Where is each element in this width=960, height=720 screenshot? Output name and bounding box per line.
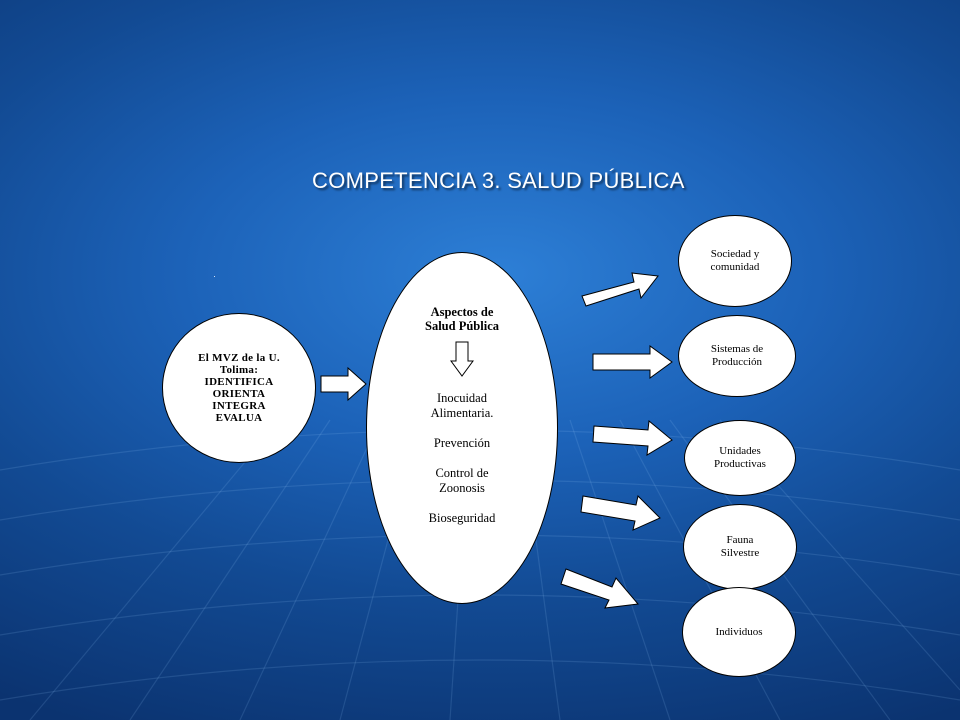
- right-arrow-icon: [320, 366, 367, 402]
- center-heading-line: Aspectos de: [430, 305, 494, 319]
- center-heading: Aspectos de Salud Pública: [425, 305, 499, 333]
- center-heading-line: Salud Pública: [425, 319, 499, 333]
- item-zoonosis: Control de Zoonosis: [435, 466, 489, 495]
- slide-title: COMPETENCIA 3. SALUD PÚBLICA: [312, 168, 685, 193]
- mvz-line: ORIENTA: [212, 388, 266, 400]
- target-sociedad-label: Sociedad y comunidad: [710, 248, 760, 273]
- item-bioseguridad: Bioseguridad: [428, 511, 496, 525]
- target-sistemas-label: Sistemas de Producción: [710, 343, 764, 368]
- target-sociedad: Sociedad y comunidad: [678, 215, 792, 307]
- mvz-line: El MVZ de la U.: [198, 352, 280, 364]
- arrow-to-unidades-icon: [592, 420, 673, 456]
- stray-dot: [214, 276, 215, 277]
- target-sistemas: Sistemas de Producción: [678, 315, 796, 397]
- target-unidades-label: Unidades Productivas: [714, 445, 766, 470]
- target-fauna: Fauna Silvestre: [683, 504, 797, 590]
- target-individuos: Individuos: [682, 587, 796, 677]
- salud-publica-node: Aspectos de Salud Pública Inocuidad Alim…: [366, 252, 558, 604]
- down-arrow-icon: [450, 341, 474, 377]
- arrow-to-individuos-icon: [560, 568, 639, 609]
- mvz-line: INTEGRA: [212, 400, 266, 412]
- target-individuos-label: Individuos: [715, 625, 763, 638]
- arrow-to-sociedad-icon: [581, 272, 659, 307]
- target-unidades: Unidades Productivas: [684, 420, 796, 496]
- mvz-line: IDENTIFICA: [204, 376, 274, 388]
- arrow-to-sistemas-icon: [592, 345, 673, 379]
- arrow-to-fauna-icon: [580, 495, 661, 531]
- mvz-line: Tolima:: [219, 364, 259, 376]
- item-prevencion: Prevención: [433, 436, 491, 450]
- item-inocuidad: Inocuidad Alimentaria.: [430, 391, 494, 420]
- mvz-line: EVALUA: [215, 412, 263, 424]
- target-fauna-label: Fauna Silvestre: [720, 534, 760, 559]
- mvz-node: El MVZ de la U. Tolima: IDENTIFICA ORIEN…: [162, 313, 316, 463]
